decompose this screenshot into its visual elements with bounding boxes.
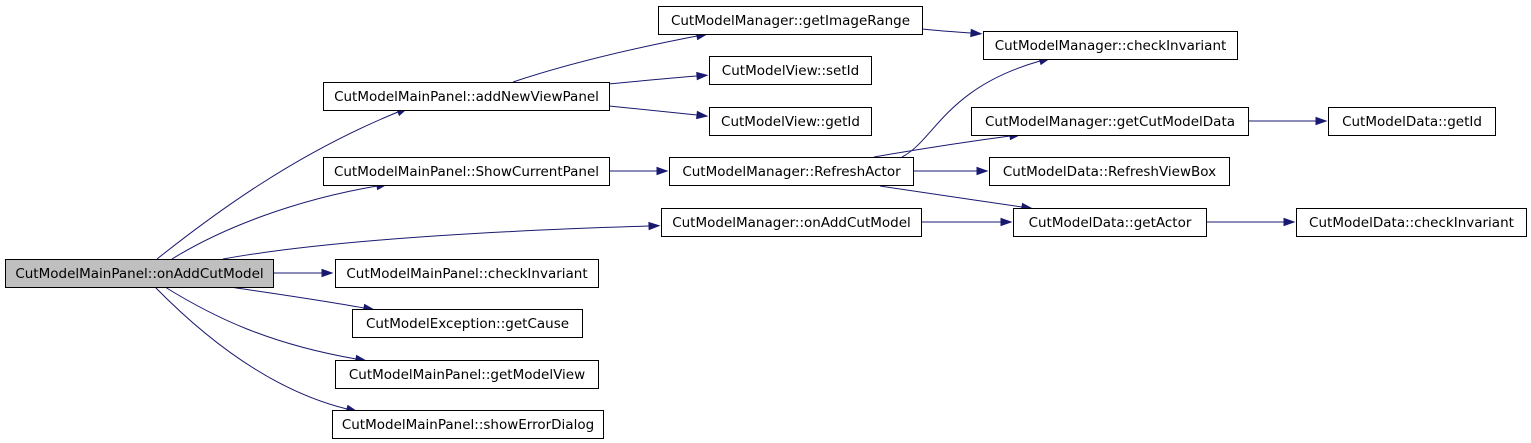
node-n16[interactable]: CutModelMainPanel::getModelView — [335, 360, 599, 389]
edge-line — [608, 75, 698, 85]
node-label: CutModelMainPanel::addNewViewPanel — [334, 89, 599, 105]
node-box — [983, 31, 1238, 60]
arrowhead — [656, 166, 669, 176]
node-label: CutModelMainPanel::ShowCurrentPanel — [334, 164, 599, 180]
node-label: CutModelMainPanel::onAddCutModel — [15, 266, 263, 282]
node-label: CutModelManager::getCutModelData — [985, 114, 1235, 130]
edge-line — [171, 185, 378, 260]
node-n0[interactable]: CutModelMainPanel::onAddCutModel — [5, 259, 274, 288]
node-n7[interactable]: CutModelManager::RefreshActor — [669, 157, 914, 186]
node-label: CutModelManager::checkInvariant — [995, 38, 1227, 54]
node-label: CutModelManager::onAddCutModel — [672, 215, 911, 231]
node-box — [658, 6, 923, 35]
node-n17[interactable]: CutModelMainPanel::showErrorDialog — [332, 410, 604, 439]
edge-line — [873, 135, 1011, 158]
node-n2[interactable]: CutModelManager::getImageRange — [658, 6, 923, 35]
node-box — [1013, 208, 1207, 237]
node-n6[interactable]: CutModelMainPanel::ShowCurrentPanel — [323, 157, 610, 186]
edge-n0-n15 — [229, 286, 376, 313]
node-n10[interactable]: CutModelData::RefreshViewBox — [989, 157, 1230, 186]
node-label: CutModelMainPanel::showErrorDialog — [342, 417, 594, 433]
node-box — [669, 157, 914, 186]
edge-n1-n4 — [608, 71, 709, 85]
arrowhead — [696, 110, 709, 120]
node-label: CutModelMainPanel::getModelView — [349, 367, 585, 383]
edge-n0-n6 — [171, 181, 389, 260]
arrowhead — [1315, 116, 1328, 126]
node-box — [323, 157, 610, 186]
edge-n8-n9 — [1248, 116, 1328, 126]
node-box — [1296, 208, 1527, 237]
node-box — [709, 56, 872, 85]
edge-n0-n17 — [154, 286, 359, 413]
edge-line — [608, 105, 698, 116]
node-box — [971, 107, 1249, 136]
edge-n0-n11 — [222, 221, 661, 260]
node-label: CutModelManager::RefreshActor — [682, 164, 901, 180]
edge-line — [222, 225, 650, 260]
node-box — [352, 309, 583, 338]
edge-line — [879, 185, 1023, 208]
edge-line — [156, 111, 399, 260]
node-n12[interactable]: CutModelData::getActor — [1013, 208, 1207, 237]
node-n15[interactable]: CutModelException::getCause — [352, 309, 583, 338]
nodes-layer: CutModelMainPanel::onAddCutModelCutModel… — [5, 6, 1527, 439]
arrowhead — [976, 166, 989, 176]
arrowhead — [648, 221, 661, 231]
arrowhead — [1000, 217, 1013, 227]
node-label: CutModelData::RefreshViewBox — [1003, 164, 1216, 180]
node-box — [335, 259, 599, 288]
edge-line — [901, 60, 1041, 158]
node-box — [709, 107, 872, 136]
node-box — [335, 360, 599, 389]
node-n9[interactable]: CutModelData::getId — [1328, 107, 1496, 136]
edge-n11-n12 — [921, 217, 1013, 227]
edge-n6-n7 — [609, 166, 669, 176]
edge-line — [512, 35, 698, 83]
node-label: CutModelView::getId — [721, 114, 860, 130]
node-label: CutModelData::checkInvariant — [1309, 215, 1514, 231]
node-n4[interactable]: CutModelView::setId — [709, 56, 872, 85]
arrowhead — [696, 71, 709, 81]
edge-line — [921, 28, 972, 34]
edge-n2-n3 — [921, 28, 983, 38]
node-box — [332, 410, 604, 439]
edge-n7-n10 — [913, 166, 989, 176]
node-label: CutModelMainPanel::checkInvariant — [346, 266, 587, 282]
edge-n1-n2 — [512, 31, 709, 83]
edge-line — [229, 286, 365, 309]
node-n8[interactable]: CutModelManager::getCutModelData — [971, 107, 1249, 136]
edge-n1-n5 — [608, 105, 709, 120]
edge-n12-n13 — [1206, 217, 1296, 227]
node-label: CutModelData::getId — [1342, 114, 1482, 130]
root-node-box — [5, 259, 274, 288]
node-box — [1328, 107, 1496, 136]
node-box — [989, 157, 1230, 186]
node-label: CutModelView::setId — [722, 63, 859, 79]
node-box — [323, 82, 610, 111]
arrowhead — [970, 28, 983, 38]
node-n14[interactable]: CutModelMainPanel::checkInvariant — [335, 259, 599, 288]
node-box — [661, 208, 922, 237]
node-n3[interactable]: CutModelManager::checkInvariant — [983, 31, 1238, 60]
node-n13[interactable]: CutModelData::checkInvariant — [1296, 208, 1527, 237]
edge-line — [154, 286, 348, 410]
node-label: CutModelManager::getImageRange — [671, 13, 910, 29]
arrowhead — [1283, 217, 1296, 227]
node-n11[interactable]: CutModelManager::onAddCutModel — [661, 208, 922, 237]
arrowhead — [321, 268, 334, 278]
edge-n0-n14 — [274, 268, 334, 278]
node-label: CutModelException::getCause — [366, 316, 569, 332]
node-label: CutModelData::getActor — [1029, 215, 1192, 231]
edge-line — [164, 286, 357, 360]
edge-n7-n12 — [879, 185, 1034, 212]
node-n1[interactable]: CutModelMainPanel::addNewViewPanel — [323, 82, 610, 111]
edge-n7-n8 — [873, 131, 1022, 158]
node-n5[interactable]: CutModelView::getId — [709, 107, 872, 136]
